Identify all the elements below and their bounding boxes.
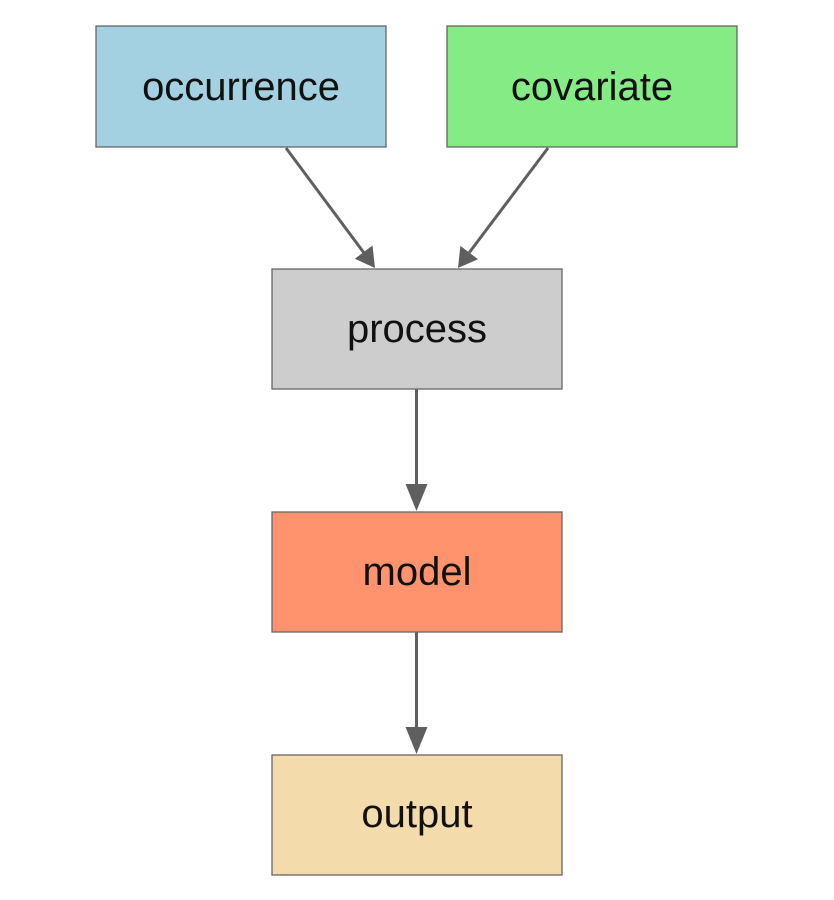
edge-process-to-model bbox=[405, 389, 428, 511]
node-occurrence: occurrence bbox=[95, 25, 387, 148]
node-label-model: model bbox=[363, 550, 472, 594]
node-label-process: process bbox=[347, 307, 487, 351]
node-process: process bbox=[271, 268, 563, 390]
node-output: output bbox=[271, 754, 563, 876]
node-label-occurrence: occurrence bbox=[142, 65, 340, 109]
edge-covariate-to-process bbox=[458, 147, 550, 268]
edge-model-to-output bbox=[405, 632, 428, 754]
node-covariate: covariate bbox=[446, 25, 738, 148]
node-label-covariate: covariate bbox=[511, 65, 673, 109]
edge-occurrence-to-process bbox=[284, 147, 375, 268]
node-label-output: output bbox=[361, 792, 472, 836]
node-model: model bbox=[271, 511, 563, 633]
